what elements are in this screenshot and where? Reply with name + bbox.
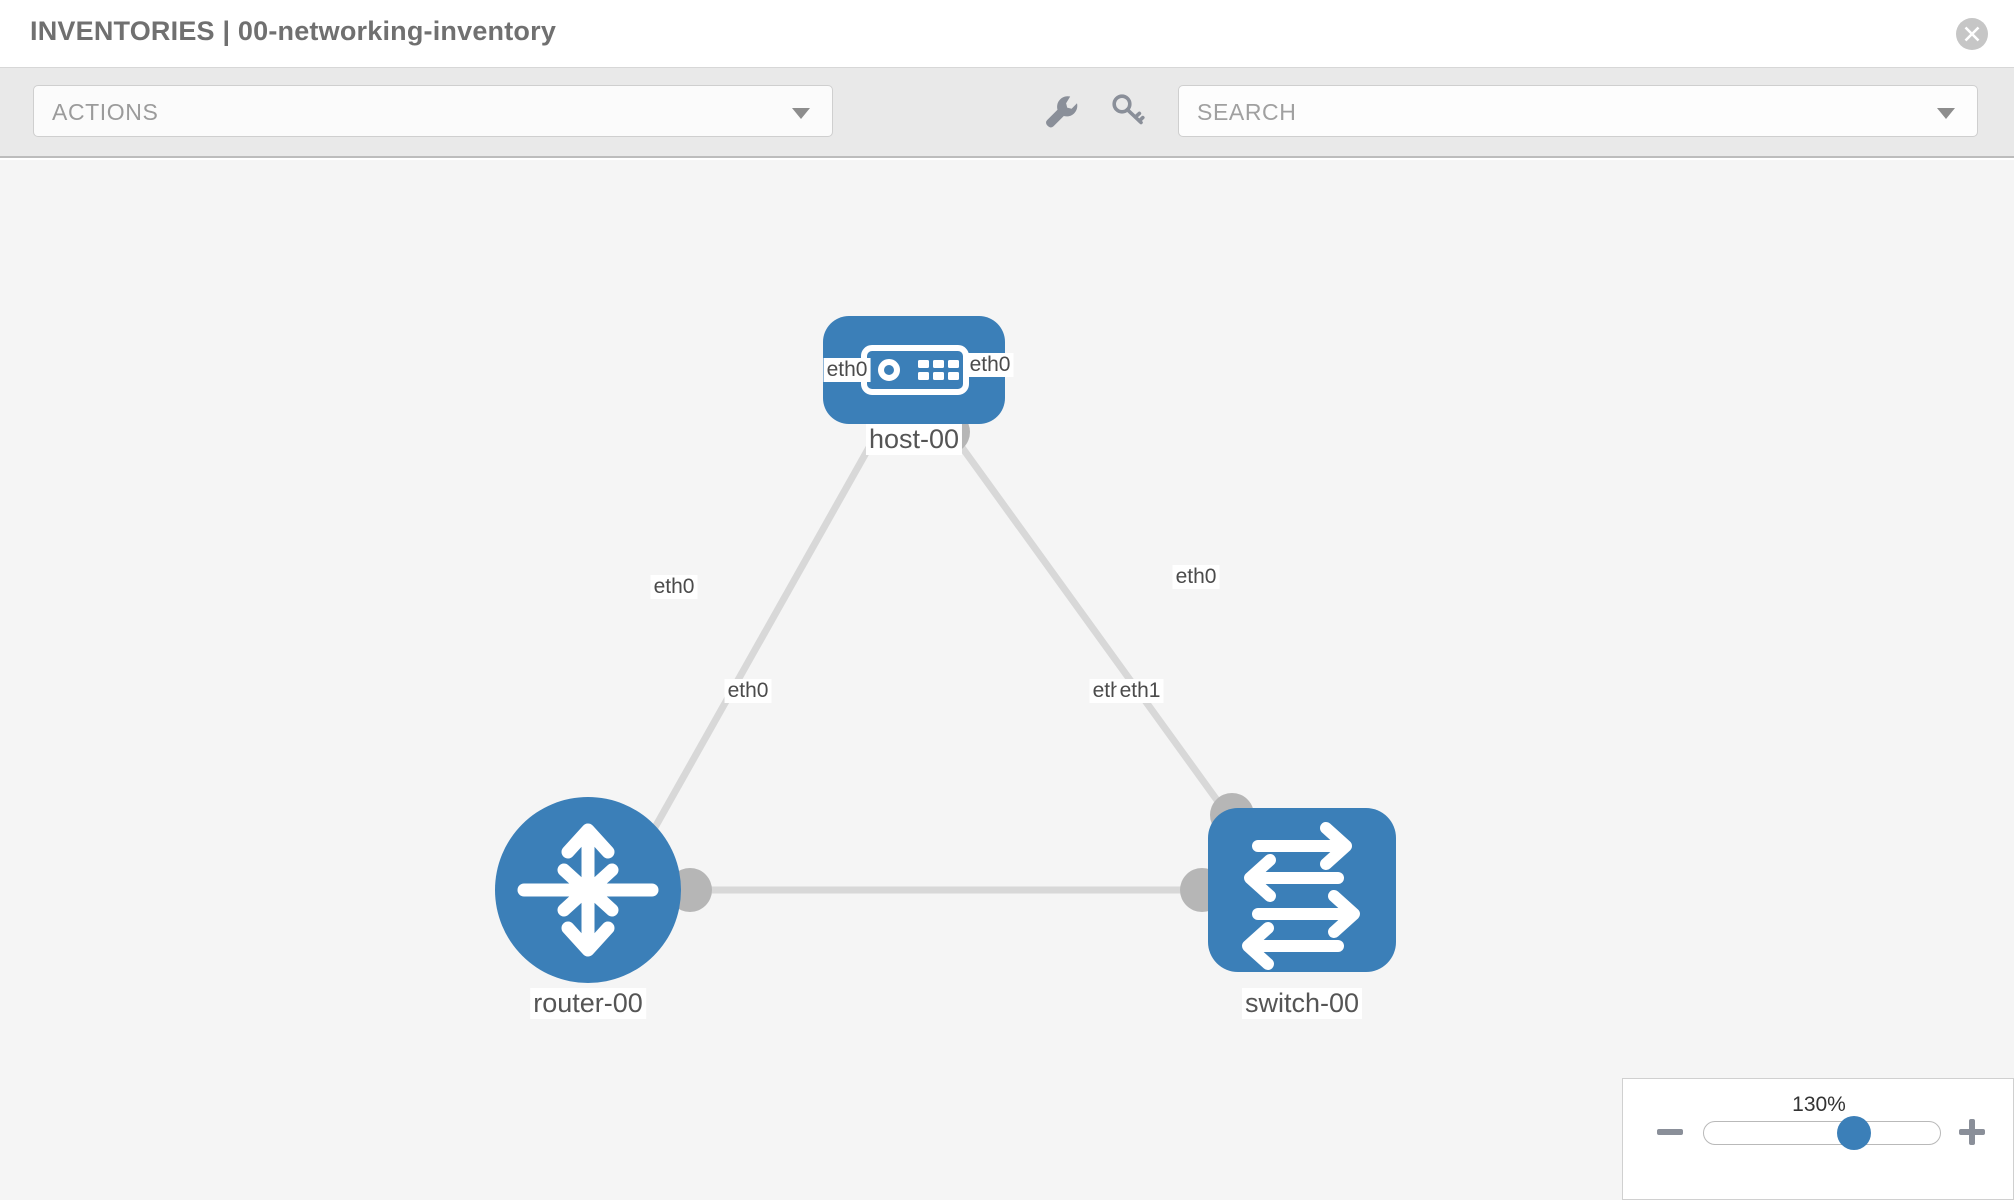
search-input[interactable]: SEARCH xyxy=(1178,85,1978,137)
close-icon[interactable] xyxy=(1956,18,1988,50)
link-host-router xyxy=(636,426,884,856)
zoom-out-button[interactable] xyxy=(1653,1115,1687,1149)
topology-canvas[interactable]: host-00 router-00 switch-00 eth0 eth0 et… xyxy=(0,160,2014,1200)
iface-label-router-eth0: eth0 xyxy=(724,679,772,703)
node-router-00 xyxy=(495,797,681,983)
server-appliance-icon xyxy=(861,345,969,395)
actions-dropdown-label: ACTIONS xyxy=(52,99,159,125)
node-switch-00 xyxy=(1208,808,1396,972)
chevron-down-icon[interactable] xyxy=(1937,108,1955,119)
page-title: INVENTORIES | 00-networking-inventory xyxy=(30,16,557,46)
node-host-00 xyxy=(823,316,1005,424)
zoom-control-panel: 130% xyxy=(1622,1078,2014,1200)
iface-label-host-eth0-right: eth0 xyxy=(966,353,1014,377)
four-way-arrows-icon xyxy=(517,823,659,957)
iface-label-switch-eth0-uplink: eth0 xyxy=(1172,565,1220,589)
zoom-level-value: 130% xyxy=(1792,1093,1846,1116)
key-icon[interactable] xyxy=(1105,88,1151,134)
topology-graph xyxy=(495,316,1396,983)
zoom-slider-track[interactable] xyxy=(1703,1121,1941,1145)
link-host-switch xyxy=(945,425,1243,835)
node-label-switch-00: switch-00 xyxy=(1241,988,1363,1019)
chevron-down-icon xyxy=(792,108,810,119)
topology-links xyxy=(636,425,1243,894)
page-titlebar: INVENTORIES | 00-networking-inventory xyxy=(0,0,2014,68)
iface-label-router-eth0-uplink: eth0 xyxy=(650,575,698,599)
node-label-router-00: router-00 xyxy=(530,988,646,1019)
actions-dropdown[interactable]: ACTIONS xyxy=(33,85,833,137)
bidirectional-arrows-icon xyxy=(1242,822,1360,970)
iface-label-host-eth0-left: eth0 xyxy=(823,358,871,382)
node-label-host-00: host-00 xyxy=(865,424,963,455)
zoom-slider-handle[interactable] xyxy=(1837,1116,1871,1150)
topology-connectors xyxy=(668,410,1254,912)
zoom-in-button[interactable] xyxy=(1955,1115,1989,1149)
search-placeholder: SEARCH xyxy=(1197,99,1297,125)
wrench-icon[interactable] xyxy=(1038,88,1084,134)
iface-label-switch-eth1: eth1 xyxy=(1116,679,1164,703)
